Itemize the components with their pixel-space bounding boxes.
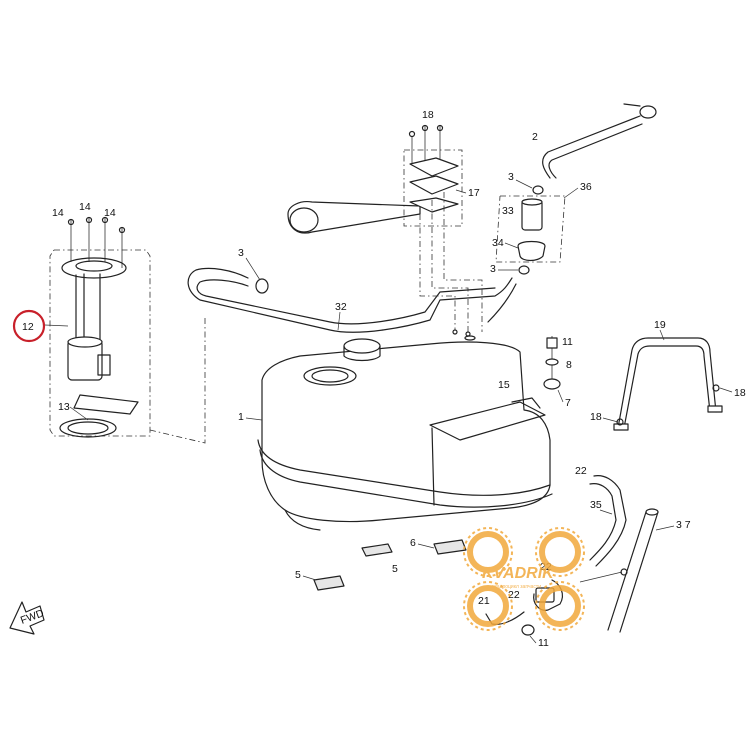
pump-flange bbox=[61, 257, 127, 279]
valve-assembly: 11 8 15 7 bbox=[498, 336, 573, 409]
label-35: 35 bbox=[590, 499, 602, 511]
tank-top-ridge bbox=[429, 401, 546, 441]
strap-foot-right bbox=[707, 405, 723, 413]
label-22a: 22 bbox=[575, 465, 587, 477]
tank-bracket: 18 17 bbox=[287, 109, 483, 341]
bolt-11 bbox=[546, 337, 558, 349]
label-5a: 5 bbox=[392, 563, 398, 575]
pump-gasket bbox=[59, 418, 117, 438]
hose-clamp-3 bbox=[255, 278, 269, 294]
label-11b: 11 bbox=[538, 637, 549, 649]
pad-5b bbox=[313, 575, 345, 591]
pump-screws bbox=[67, 216, 126, 268]
fuel-tank: 1 bbox=[238, 338, 553, 531]
highlight-ring bbox=[12, 309, 46, 343]
bracket-plate-top bbox=[409, 157, 459, 177]
label-19: 19 bbox=[654, 319, 666, 331]
label-36: 36 bbox=[580, 181, 592, 193]
washer-8 bbox=[545, 358, 559, 366]
label-14a: 14 bbox=[52, 207, 64, 219]
fuel-filter-assembly: 3 36 33 34 3 bbox=[487, 171, 592, 323]
label-18b: 18 bbox=[734, 387, 746, 399]
label-5b: 5 bbox=[295, 569, 301, 581]
filler-neck bbox=[343, 338, 381, 354]
label-34: 34 bbox=[492, 237, 504, 249]
filler-hose: 2 bbox=[532, 103, 657, 179]
label-7: 7 bbox=[565, 397, 571, 409]
label-8: 8 bbox=[566, 359, 572, 371]
fuel-pump-assembly: 12 13 14 14 14 bbox=[12, 201, 206, 444]
small-pads: 6 5 5 bbox=[295, 537, 467, 591]
filter-cup bbox=[517, 240, 546, 262]
pump-to-tank-line bbox=[149, 318, 206, 444]
label-3a: 3 bbox=[238, 247, 244, 259]
kvadrik-watermark: KVADRIK квадроцикл запчасти bbox=[463, 527, 585, 631]
watermark-tagline: квадроцикл запчасти bbox=[492, 584, 541, 590]
bracket-arm bbox=[287, 201, 421, 234]
label-17: 17 bbox=[468, 187, 480, 199]
label-21: 21 bbox=[478, 595, 490, 607]
label-6: 6 bbox=[410, 537, 416, 549]
bracket-dashed-frame bbox=[403, 149, 463, 227]
grommet-7 bbox=[543, 378, 561, 390]
label-1: 1 bbox=[238, 411, 244, 423]
label-3b: 3 bbox=[508, 171, 514, 183]
nut-11 bbox=[521, 624, 535, 636]
label-18a: 18 bbox=[422, 109, 434, 121]
pump-float bbox=[73, 394, 139, 415]
label-22b: 22 bbox=[508, 589, 520, 601]
pump-opening bbox=[303, 366, 357, 386]
label-11a: 11 bbox=[562, 336, 573, 348]
label-3c: 3 bbox=[490, 263, 496, 275]
label-33: 33 bbox=[502, 205, 514, 217]
breather-hose: 32 3 bbox=[187, 247, 513, 333]
watermark-brand: KVADRIK bbox=[482, 565, 555, 582]
hose-clamp-2 bbox=[639, 105, 657, 119]
label-32: 32 bbox=[335, 301, 347, 313]
tank-strap: 19 18 18 bbox=[590, 319, 746, 431]
label-13: 13 bbox=[58, 401, 70, 413]
pad-6 bbox=[433, 539, 467, 555]
label-37: 3 7 bbox=[676, 519, 691, 531]
label-15: 15 bbox=[498, 379, 510, 391]
label-2: 2 bbox=[532, 131, 538, 143]
label-12: 12 bbox=[22, 321, 34, 333]
filter-dashed-frame bbox=[495, 195, 566, 263]
forward-arrow-icon: FWD bbox=[9, 601, 46, 635]
label-18c: 18 bbox=[590, 411, 602, 423]
lower-hoses: 22 35 3 7 bbox=[575, 465, 691, 633]
pad-5a bbox=[361, 543, 393, 557]
label-14b: 14 bbox=[79, 201, 91, 213]
label-14c: 14 bbox=[104, 207, 116, 219]
strap-foot-left bbox=[613, 423, 629, 431]
